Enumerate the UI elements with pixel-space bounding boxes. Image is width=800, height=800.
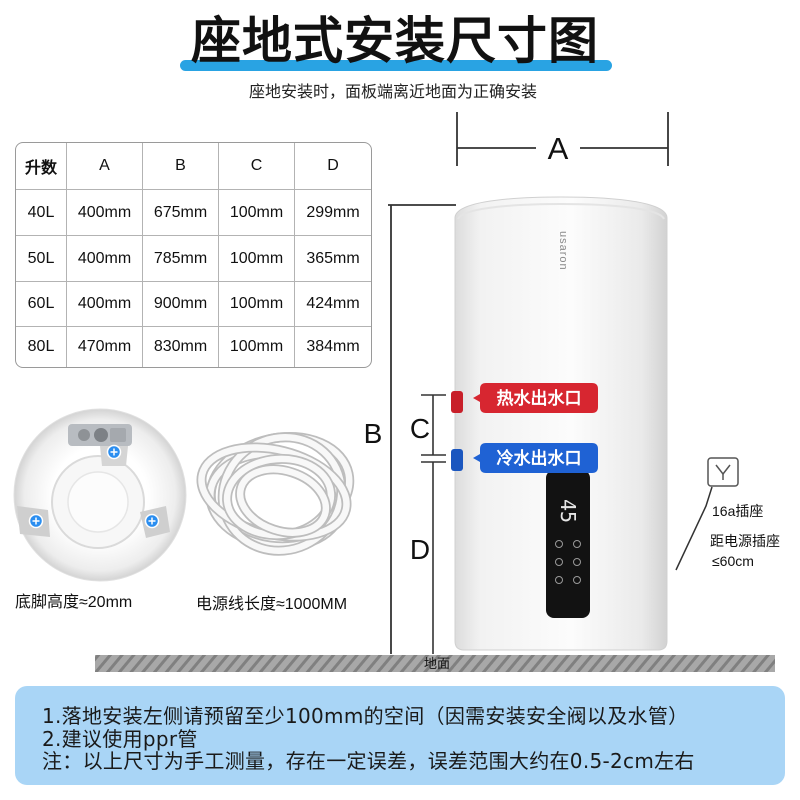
base-bottom-view <box>13 408 187 582</box>
hot-outlet-label-box <box>473 383 598 413</box>
cell-b: 675mm <box>143 190 219 236</box>
floor-label: 地面 <box>424 656 450 671</box>
dimension-d-label: D <box>410 534 430 565</box>
note-line: 2.建议使用ppr管 <box>42 726 198 751</box>
cell-d: 384mm <box>306 338 360 355</box>
tank-top-rim <box>457 202 665 220</box>
header-b: B <box>143 143 219 190</box>
header-a: A <box>67 143 143 190</box>
feet-height-label: 底脚高度≈20mm <box>15 593 132 611</box>
base-center <box>67 471 129 533</box>
cell-a: 400mm <box>67 282 143 327</box>
row-capacity: 50L <box>16 236 67 282</box>
cord-length-label: 电源线长度≈1000MM <box>196 595 347 613</box>
cold-water-outlet: 冷水出水口 <box>451 443 598 473</box>
table-row: 60L 400mm 900mm 100mm 424mm <box>16 282 371 327</box>
socket-leader-line <box>675 486 713 571</box>
socket-label: 16a插座 <box>712 503 763 519</box>
cell-a: 400mm <box>67 236 143 282</box>
header-liters: 升数 <box>16 143 67 190</box>
power-cord-coil <box>196 431 355 556</box>
dimension-b <box>388 204 456 654</box>
tank-body <box>454 196 668 651</box>
cell-a: 400mm <box>67 190 143 236</box>
row-capacity: 40L <box>16 190 67 236</box>
dimension-b-label: B <box>364 418 383 449</box>
note-line: 1.落地安装左侧请预留至少100mm的空间（因需安装安全阀以及水管） <box>42 704 689 728</box>
header-c: C <box>219 143 295 190</box>
hot-outlet-label: 热水出水口 <box>497 388 582 408</box>
cell-c: 100mm <box>219 327 295 367</box>
table-row: 80L 470mm 830mm 100mm 384mm <box>16 327 371 367</box>
hot-water-outlet: 热水出水口 <box>451 383 598 413</box>
cell-d: 424mm <box>295 282 371 327</box>
page-subtitle: 座地安装时，面板端离近地面为正确安装 <box>248 82 537 101</box>
note-line: 注：以上尺寸为手工测量，存在一定误差，误差范围大约在0.5-2cm左右 <box>42 749 695 773</box>
plus-marker-icon <box>28 513 44 529</box>
row-capacity: 60L <box>16 282 67 327</box>
dimension-c-label: C <box>410 413 430 444</box>
mounting-bracket <box>68 424 132 446</box>
socket-distance-line2: ≤60cm <box>712 553 754 569</box>
cell-b: 900mm <box>143 282 219 327</box>
row-capacity: 80L <box>16 327 67 367</box>
power-socket-icon <box>707 457 739 487</box>
cell-c: 100mm <box>219 282 295 327</box>
cell-b: 785mm <box>143 236 219 282</box>
cell-c: 100mm <box>219 236 295 282</box>
cell-b: 830mm <box>143 327 219 367</box>
page-title: 座地式安装尺寸图 <box>191 12 599 70</box>
table-row: 50L 400mm 785mm 100mm 365mm <box>16 236 371 282</box>
cold-outlet-pipe <box>451 449 463 471</box>
control-button-icon <box>555 540 581 584</box>
dimension-c <box>421 394 446 456</box>
size-table: 升数 A B C D 40L 400mm 675mm 100mm 299mm 5… <box>15 142 372 368</box>
dimension-a-label: A <box>548 131 569 166</box>
installation-notes: 1.落地安装左侧请预留至少100mm的空间（因需安装安全阀以及水管） 2.建议使… <box>15 686 785 785</box>
title-underline <box>180 60 612 71</box>
control-panel-display: 45 <box>546 470 590 618</box>
cell-d: 365mm <box>295 236 371 282</box>
display-reading: 45 <box>556 499 580 523</box>
socket-distance-line1: 距电源插座 <box>710 533 780 549</box>
plus-marker-icon <box>144 513 160 529</box>
table-row: 40L 400mm 675mm 100mm 299mm <box>16 190 371 236</box>
cell-d: 299mm <box>295 190 371 236</box>
dimension-d <box>421 461 446 654</box>
water-heater: usaron 45 热水出水口 冷水出水口 <box>451 196 668 651</box>
cold-outlet-label-box <box>473 443 598 473</box>
brand-logo: usaron <box>557 231 569 271</box>
display-panel <box>546 470 590 618</box>
hot-outlet-pipe <box>451 391 463 413</box>
floor: 地面 <box>95 655 775 672</box>
header-d: D <box>295 143 371 190</box>
cold-outlet-label: 冷水出水口 <box>497 448 582 468</box>
dimension-a <box>456 112 669 166</box>
cell-c: 100mm <box>219 190 295 236</box>
floor-hatch <box>95 655 775 672</box>
plus-marker-icon <box>106 444 122 460</box>
table-header-row: 升数 A B C D <box>16 143 371 190</box>
cell-a: 470mm <box>67 327 143 367</box>
